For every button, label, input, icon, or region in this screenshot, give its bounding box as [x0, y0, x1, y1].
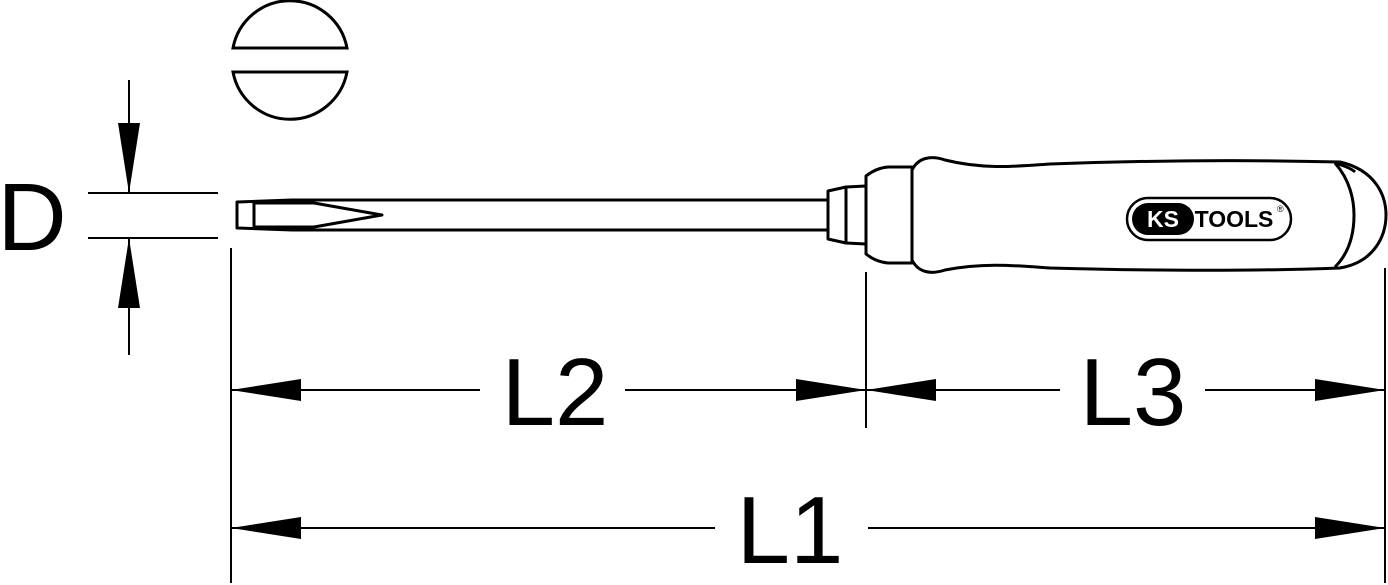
brand-logo-right-text: TOOLS — [1195, 206, 1274, 232]
blade-length-label: L2 — [502, 339, 609, 446]
diameter-dimension — [88, 80, 218, 355]
brand-logo-left-text: KS — [1147, 206, 1179, 232]
handle-length-label: L3 — [1080, 339, 1187, 446]
screwdriver-blade — [235, 198, 830, 232]
overall-length-label: L1 — [737, 477, 844, 584]
slotted-tip-end-view-icon — [231, 0, 349, 121]
screwdriver-ferrule — [826, 165, 914, 265]
brand-logo: KS TOOLS ® — [1125, 196, 1293, 242]
registered-mark: ® — [1277, 204, 1284, 214]
diameter-label: D — [0, 164, 67, 271]
